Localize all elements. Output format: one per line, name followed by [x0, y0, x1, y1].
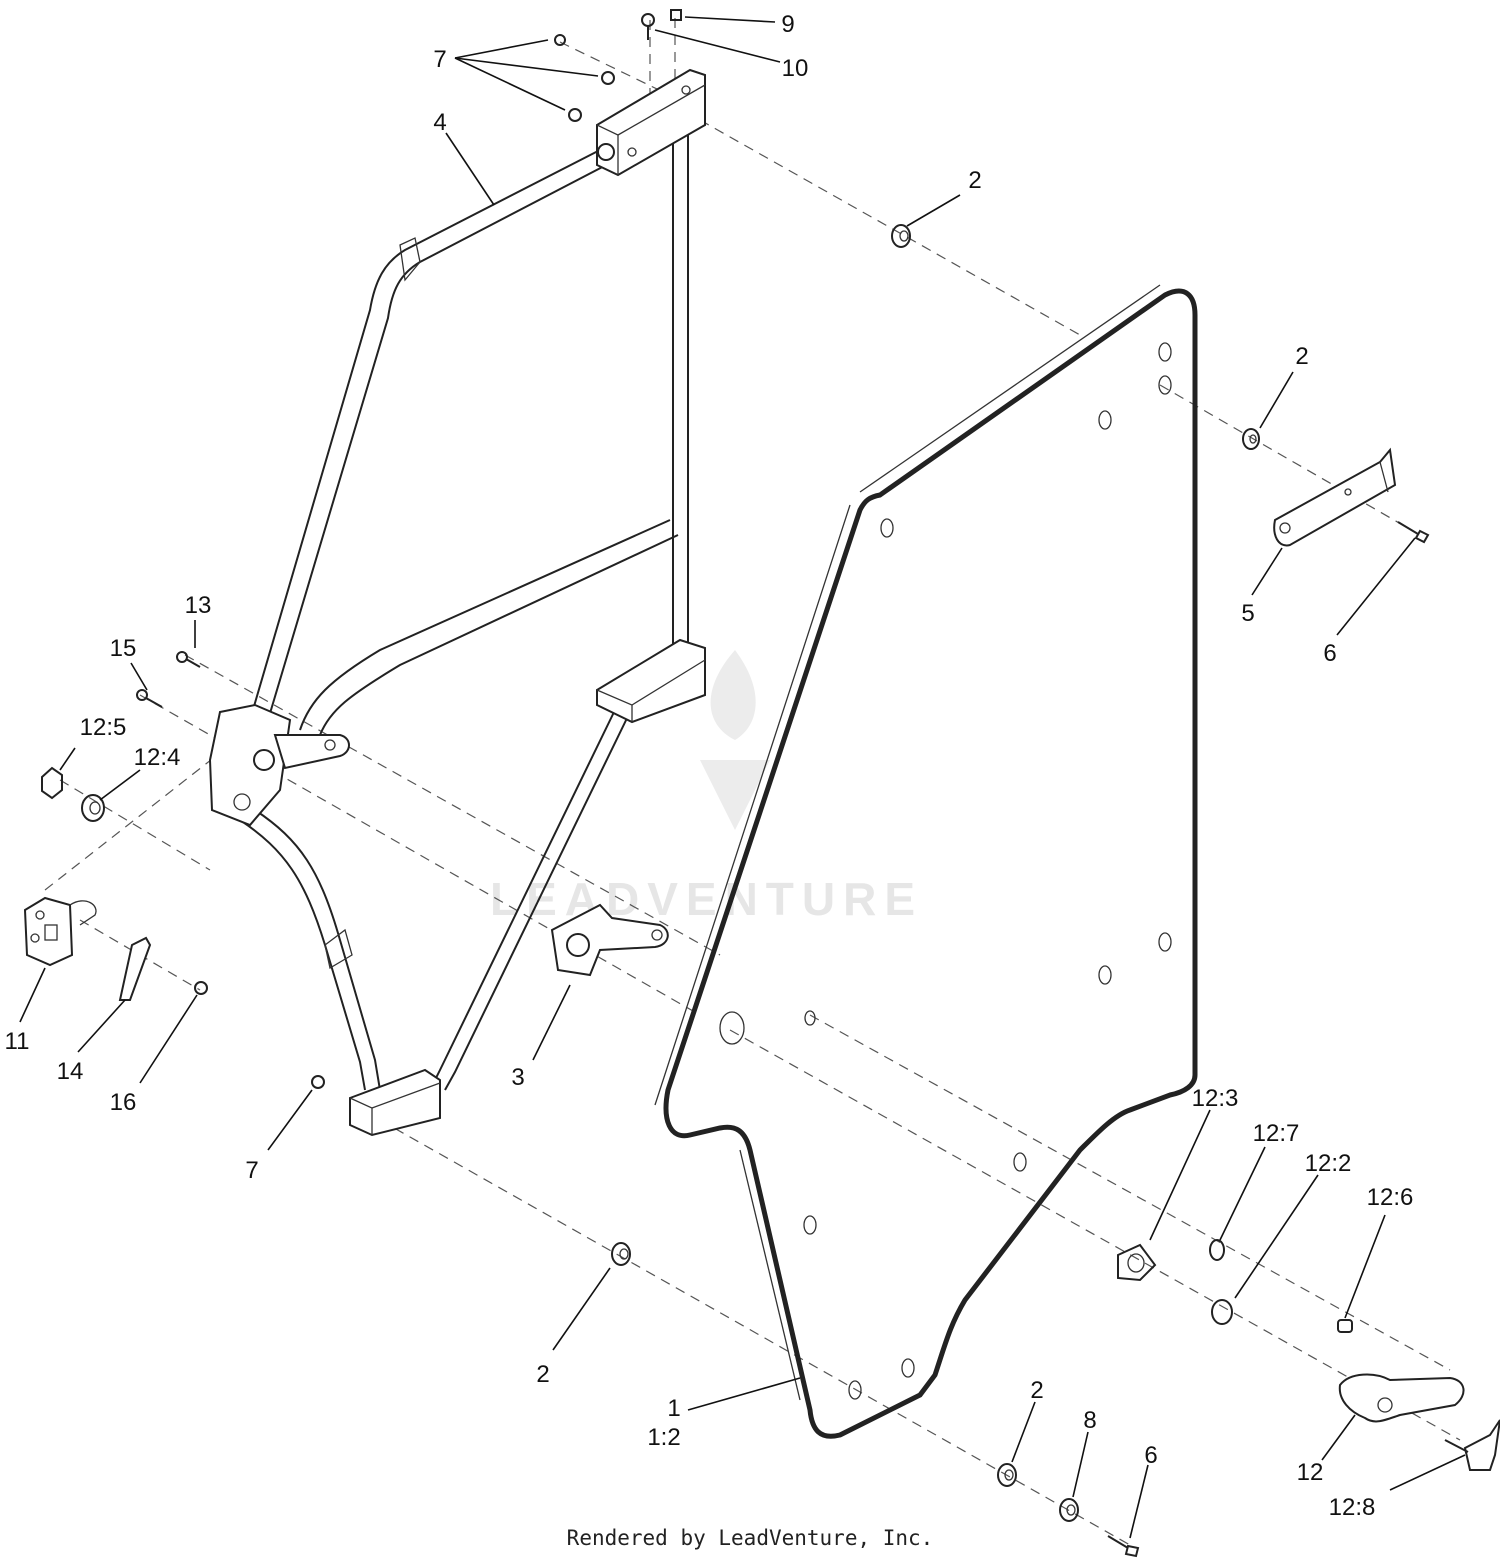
leader-lines	[19, 16, 1466, 1539]
callout-14: 14	[57, 1058, 84, 1085]
callout-12-4: 12:4	[134, 744, 181, 771]
callout-4: 4	[433, 109, 446, 136]
top-hinge-bracket	[596, 68, 706, 177]
callout-2-bottom-left: 2	[536, 1361, 549, 1388]
bottom-hinge-bracket	[349, 1068, 441, 1137]
callout-2-bottom-right: 2	[1030, 1377, 1043, 1404]
door-handle	[1117, 1239, 1500, 1471]
door-frame	[239, 130, 689, 1091]
callout-7-bottom: 7	[245, 1157, 258, 1184]
callout-2-top: 2	[968, 167, 981, 194]
callout-12-5: 12:5	[80, 714, 127, 741]
callout-6-bottom: 6	[1144, 1442, 1157, 1469]
latch-mount-block	[208, 703, 350, 827]
door-latch	[23, 896, 152, 1001]
callout-16: 16	[110, 1089, 137, 1116]
callout-2-right: 2	[1295, 343, 1308, 370]
callout-6-right: 6	[1323, 640, 1336, 667]
callout-7-top: 7	[433, 46, 446, 73]
callout-13: 13	[185, 592, 212, 619]
stay-bracket	[1273, 447, 1397, 547]
callout-12-2: 12:2	[1305, 1150, 1352, 1177]
callout-1-2: 1:2	[647, 1424, 680, 1451]
watermark: LEADVENTURE	[490, 650, 923, 925]
callout-8: 8	[1083, 1407, 1096, 1434]
callout-12-6: 12:6	[1367, 1184, 1414, 1211]
callout-3: 3	[511, 1064, 524, 1091]
callout-12-7: 12:7	[1253, 1120, 1300, 1147]
washers	[41, 224, 1260, 1522]
callout-10: 10	[782, 55, 809, 82]
callout-12-8: 12:8	[1329, 1494, 1376, 1521]
callout-labels: 7 9 10 4 2 2 5 6 13 15 12:5 12:4 11 14 1…	[5, 11, 1414, 1521]
fasteners	[136, 9, 1430, 1558]
footer-rendered-by: Rendered by LeadVenture, Inc.	[567, 1526, 934, 1550]
watermark-text: LEADVENTURE	[490, 873, 923, 925]
middle-hinge-bracket	[596, 638, 706, 724]
callout-12: 12	[1297, 1459, 1324, 1486]
callout-9: 9	[781, 11, 794, 38]
callout-5: 5	[1241, 600, 1254, 627]
callout-12-3: 12:3	[1192, 1085, 1239, 1112]
callout-1: 1	[667, 1395, 680, 1422]
callout-11: 11	[5, 1028, 30, 1055]
lower-plate-bracket	[550, 903, 669, 977]
callout-15: 15	[110, 635, 137, 662]
door-glass-panel	[654, 284, 1198, 1439]
